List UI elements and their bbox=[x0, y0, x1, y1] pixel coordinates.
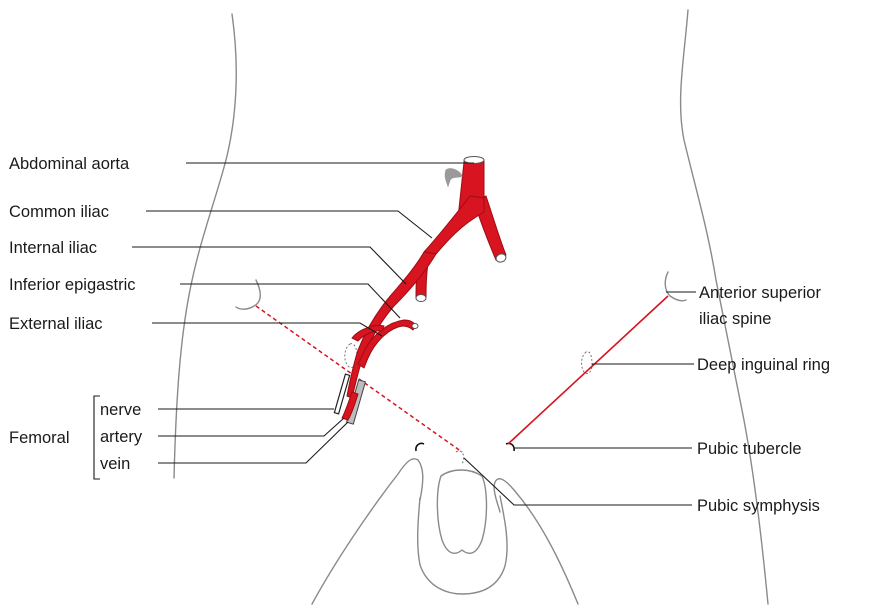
leader-internal-iliac bbox=[132, 247, 406, 284]
arterial-tree bbox=[342, 157, 507, 421]
left-pubic-tubercle bbox=[416, 443, 424, 451]
left-inguinal-ligament-dashed bbox=[256, 306, 462, 452]
label-abdominal-aorta: Abdominal aorta bbox=[9, 155, 130, 173]
right-pubic-tubercle bbox=[506, 443, 514, 451]
label-pubic-symphysis: Pubic symphysis bbox=[697, 497, 820, 515]
leader-external-iliac bbox=[152, 323, 382, 336]
leader-lines bbox=[94, 163, 696, 505]
label-pubic-tubercle: Pubic tubercle bbox=[697, 440, 802, 458]
label-femoral-nerve: nerve bbox=[100, 401, 141, 419]
leader-pubic-symphysis bbox=[464, 458, 692, 505]
left-common-iliac-vessel bbox=[424, 196, 484, 254]
leader-common-iliac bbox=[146, 211, 432, 238]
genitalia-inner-outline bbox=[437, 470, 486, 553]
label-femoral-vein: vein bbox=[100, 455, 130, 473]
label-common-iliac: Common iliac bbox=[9, 203, 109, 221]
label-deep-inguinal-ring: Deep inguinal ring bbox=[697, 356, 830, 374]
label-inferior-epigastric: Inferior epigastric bbox=[9, 276, 136, 294]
label-asis-line1: Anterior superior bbox=[699, 284, 821, 302]
left-flank-outline bbox=[174, 14, 236, 478]
inferior-epigastric-cut-end bbox=[412, 324, 418, 329]
label-external-iliac: External iliac bbox=[9, 315, 103, 333]
leader-femoral-vein bbox=[158, 422, 348, 463]
label-internal-iliac: Internal iliac bbox=[9, 239, 97, 257]
label-femoral: Femoral bbox=[9, 429, 70, 447]
label-femoral-artery: artery bbox=[100, 428, 143, 446]
genitalia-outline bbox=[418, 496, 507, 594]
grey-shape-icon bbox=[445, 169, 462, 186]
internal-iliac-cut-end bbox=[416, 295, 426, 302]
label-asis-line2: iliac spine bbox=[699, 310, 771, 328]
leader-femoral-artery bbox=[158, 418, 344, 436]
body-outline bbox=[174, 10, 768, 604]
left-thigh-outline bbox=[312, 459, 423, 604]
pubic-symphysis-mark bbox=[456, 451, 464, 464]
leader-inferior-epigastric bbox=[180, 284, 400, 318]
right-inguinal-ligament-line bbox=[508, 296, 668, 444]
